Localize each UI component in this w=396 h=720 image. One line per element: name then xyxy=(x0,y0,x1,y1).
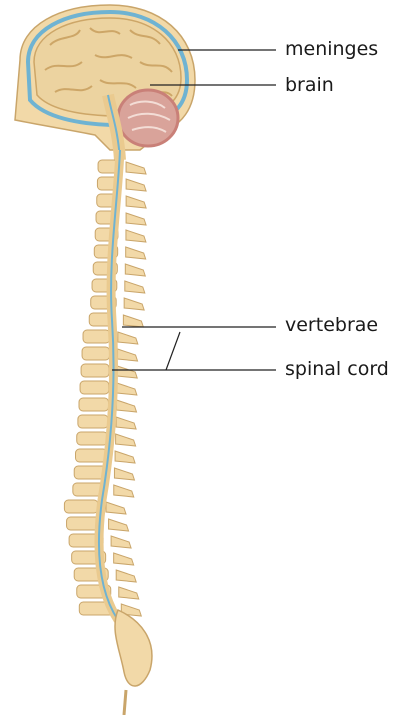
vertebra-body xyxy=(83,330,110,343)
vertebra-process xyxy=(114,553,134,565)
vertebra-body xyxy=(79,398,109,411)
vertebra-process xyxy=(124,298,144,310)
vertebra-process xyxy=(109,519,129,531)
vertebra-process xyxy=(126,162,146,174)
vertebra-body xyxy=(81,364,109,377)
vertebrae-leader-branch xyxy=(166,332,180,370)
vertebra-body xyxy=(76,449,108,462)
brain-label: brain xyxy=(285,76,334,95)
spinal-cord-label: spinal cord xyxy=(285,360,389,379)
vertebra-process xyxy=(114,485,134,497)
vertebra-body xyxy=(80,381,109,394)
vertebra-process xyxy=(123,315,143,327)
vertebra-process xyxy=(125,264,145,276)
vertebra-process xyxy=(115,451,135,463)
vertebra-process xyxy=(111,536,131,548)
cerebellum xyxy=(118,90,178,146)
vertebra-process xyxy=(118,332,138,344)
vertebra-process xyxy=(117,383,137,395)
vertebra-process xyxy=(106,502,126,514)
vertebra-body xyxy=(78,415,108,428)
vertebra-process xyxy=(126,179,146,191)
vertebra-process xyxy=(116,434,136,446)
vertebra-process xyxy=(119,587,139,599)
vertebra-process xyxy=(126,230,146,242)
vertebral-column xyxy=(64,160,146,616)
meninges-label: meninges xyxy=(285,40,378,59)
vertebra-process xyxy=(114,468,134,480)
vertebra-process xyxy=(125,281,145,293)
vertebra-body xyxy=(77,432,108,445)
sacrum xyxy=(115,610,152,686)
vertebra-body xyxy=(64,500,98,513)
coccyx xyxy=(124,690,126,715)
vertebra-process xyxy=(126,196,146,208)
vertebra-body xyxy=(82,347,109,360)
vertebra-process xyxy=(117,400,137,412)
vertebra-process xyxy=(118,349,138,361)
vertebrae-label: vertebrae xyxy=(285,316,378,335)
vertebra-process xyxy=(117,366,137,378)
vertebra-process xyxy=(126,247,146,259)
vertebra-process xyxy=(126,213,146,225)
vertebra-process xyxy=(116,417,136,429)
vertebra-process xyxy=(116,570,136,582)
